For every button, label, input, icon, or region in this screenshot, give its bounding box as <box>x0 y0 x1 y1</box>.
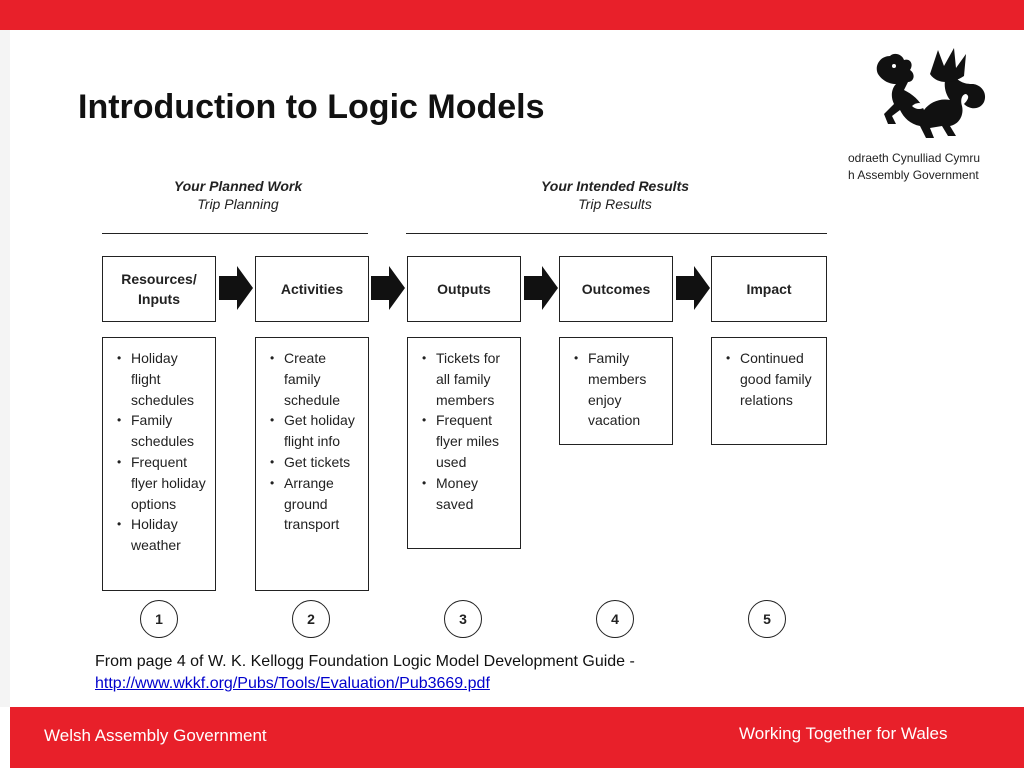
intended-results-subtitle: Trip Results <box>578 196 652 212</box>
logo-text-welsh: odraeth Cynulliad Cymru <box>848 151 981 165</box>
arrow-right-icon <box>371 266 405 310</box>
box-impact-label: Impact <box>746 281 792 297</box>
list-item: Family schedules <box>117 410 209 452</box>
intended-results-divider <box>406 233 827 234</box>
list-impact: Continued good family relations <box>711 337 827 445</box>
list-item: Get tickets <box>270 452 362 473</box>
list-item: Holiday weather <box>117 514 209 556</box>
planned-work-title: Your Planned Work <box>173 178 303 194</box>
list-item: Tickets for all family members <box>422 348 514 410</box>
welsh-dragon-icon <box>876 48 986 139</box>
box-activities-label: Activities <box>280 281 344 297</box>
arrow-right-icon <box>219 266 253 310</box>
box-outputs: Outputs <box>407 256 521 322</box>
box-impact: Impact <box>711 256 827 322</box>
list-item: Continued good family relations <box>726 348 820 410</box>
logo-text-english: h Assembly Government <box>848 168 979 182</box>
step-number-4: 4 <box>596 600 634 638</box>
footer-red-bar <box>10 707 1024 768</box>
box-outputs-label: Outputs <box>437 281 491 297</box>
list-item: Holiday flight schedules <box>117 348 209 410</box>
planned-work-heading: Your Planned Work Trip Planning <box>140 177 336 213</box>
list-item: Family members enjoy vacation <box>574 348 666 431</box>
list-item: Frequent flyer miles used <box>422 410 514 472</box>
list-item: Create family schedule <box>270 348 362 410</box>
source-citation: From page 4 of W. K. Kellogg Foundation … <box>95 651 635 695</box>
box-outcomes-label: Outcomes <box>581 281 651 297</box>
box-outcomes: Outcomes <box>559 256 673 322</box>
intended-results-heading: Your Intended Results Trip Results <box>510 177 720 213</box>
list-outcomes: Family members enjoy vacation <box>559 337 673 445</box>
box-resources-inputs-label: Resources/ Inputs <box>121 271 197 307</box>
box-activities: Activities <box>255 256 369 322</box>
step-number-5: 5 <box>748 600 786 638</box>
list-outputs: Tickets for all family members Frequent … <box>407 337 521 549</box>
list-item: Get holiday flight info <box>270 410 362 452</box>
slide-title: Introduction to Logic Models <box>78 88 545 126</box>
list-resources-inputs: Holiday flight schedules Family schedule… <box>102 337 216 591</box>
arrow-right-icon <box>524 266 558 310</box>
list-item: Arrange ground transport <box>270 473 362 535</box>
planned-work-divider <box>102 233 368 234</box>
source-link[interactable]: http://www.wkkf.org/Pubs/Tools/Evaluatio… <box>95 675 490 692</box>
step-number-1: 1 <box>140 600 178 638</box>
arrow-right-icon <box>676 266 710 310</box>
source-text: From page 4 of W. K. Kellogg Foundation … <box>95 653 635 670</box>
left-strip <box>0 30 10 707</box>
step-number-2: 2 <box>292 600 330 638</box>
list-activities: Create family schedule Get holiday fligh… <box>255 337 369 591</box>
top-red-bar <box>0 0 1024 30</box>
planned-work-subtitle: Trip Planning <box>197 196 279 212</box>
list-item: Money saved <box>422 473 514 515</box>
step-number-3: 3 <box>444 600 482 638</box>
intended-results-title: Your Intended Results <box>540 178 690 194</box>
footer-organisation: Welsh Assembly Government <box>44 726 267 745</box>
footer-slogan: Working Together for Wales <box>739 724 948 743</box>
list-item: Frequent flyer holiday options <box>117 452 209 514</box>
box-resources-inputs: Resources/ Inputs <box>102 256 216 322</box>
welsh-government-logo: odraeth Cynulliad Cymru h Assembly Gover… <box>838 44 1024 194</box>
